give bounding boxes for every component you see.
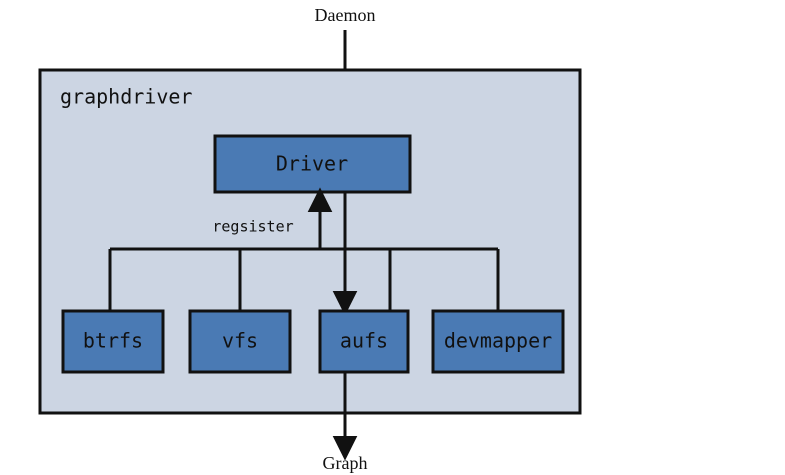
node-devmapper-label: devmapper [444,329,552,353]
daemon-label: Daemon [315,5,376,25]
node-aufs-label: aufs [340,329,388,353]
node-vfs[interactable] [188,309,292,374]
node-aufs[interactable] [318,309,410,374]
graphdriver-panel-label: graphdriver [60,85,192,109]
node-btrfs[interactable] [61,309,165,374]
graph-label: Graph [323,453,368,473]
node-driver[interactable] [213,134,412,194]
node-btrfs-label: btrfs [83,329,143,353]
node-vfs-label: vfs [222,329,258,353]
node-devmapper[interactable] [431,309,565,374]
node-driver-label: Driver [276,152,348,176]
edge-register-label: regsister [212,218,293,236]
